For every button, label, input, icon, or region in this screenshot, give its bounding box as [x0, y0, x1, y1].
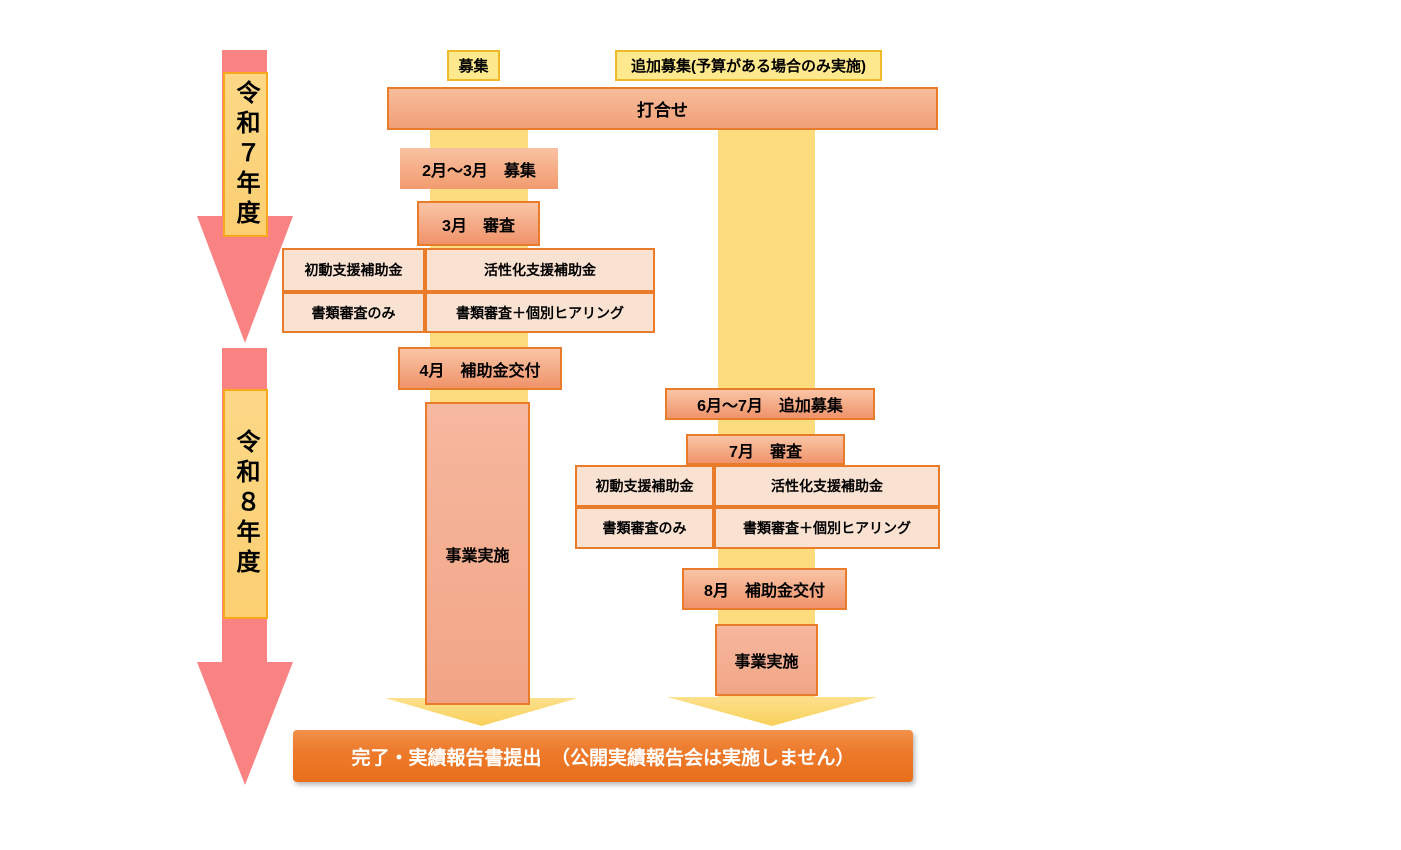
additional-recruit-label: 追加募集(予算がある場合のみ実施) — [615, 50, 882, 81]
right-screening-step: 7月 審査 — [686, 434, 845, 465]
left-recruit-step: 2月～3月 募集 — [400, 148, 558, 189]
left-grant-step: 4月 補助金交付 — [398, 347, 562, 390]
fy7-year-label: 令和７年度 — [223, 72, 268, 237]
left-table-col1-method: 書類審査のみ — [282, 292, 425, 333]
right-implementation-box: 事業実施 — [715, 624, 818, 696]
left-table-col2-method: 書類審査＋個別ヒアリング — [425, 292, 655, 333]
left-screening-step: 3月 審査 — [417, 201, 540, 246]
right-recruit-step: 6月～7月 追加募集 — [665, 388, 875, 420]
meeting-bar: 打合せ — [387, 87, 938, 130]
left-implementation-box: 事業実施 — [425, 402, 530, 705]
completion-report-bar: 完了・実績報告書提出 （公開実績報告会は実施しません） — [293, 730, 913, 782]
right-grant-step: 8月 補助金交付 — [682, 568, 847, 610]
fy8-down-arrow-icon — [197, 662, 293, 785]
right-table-col2-method: 書類審査＋個別ヒアリング — [714, 507, 940, 549]
right-band-down-arrow-icon — [667, 697, 877, 726]
right-table-col1-header: 初動支援補助金 — [575, 465, 714, 507]
left-table-col2-header: 活性化支援補助金 — [425, 248, 655, 292]
right-table-col1-method: 書類審査のみ — [575, 507, 714, 549]
left-table-col1-header: 初動支援補助金 — [282, 248, 425, 292]
fy8-year-label: 令和８年度 — [223, 389, 268, 619]
recruit-label: 募集 — [447, 50, 500, 81]
right-table-col2-header: 活性化支援補助金 — [714, 465, 940, 507]
